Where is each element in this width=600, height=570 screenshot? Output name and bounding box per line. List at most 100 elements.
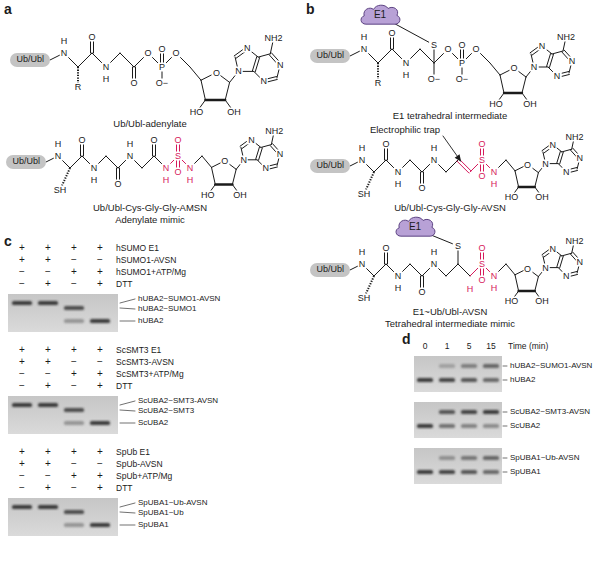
node-text: Ub/Ubl	[316, 161, 344, 171]
atom-label: HO	[200, 190, 216, 199]
lane-sign: +	[97, 483, 103, 493]
bond-line	[120, 53, 134, 67]
atom-label: S	[454, 242, 462, 251]
atom-label: N	[126, 152, 135, 161]
atom-label: S	[430, 41, 438, 50]
lane-sign: +	[45, 255, 51, 265]
band-label: ScUBA2	[138, 419, 168, 427]
atom-label: N	[247, 135, 256, 144]
bond-line	[120, 321, 135, 322]
row-label: SpUb E1	[116, 448, 150, 457]
lane-sign: −	[45, 471, 51, 481]
atom-label: N	[234, 67, 243, 76]
lane-sign: −	[19, 381, 25, 391]
panel-letter: a	[4, 2, 12, 16]
bond-line	[190, 67, 201, 80]
lane-sign: −	[19, 471, 25, 481]
atom-label: N	[276, 60, 285, 69]
atom-label: O	[173, 168, 182, 177]
gel-band	[64, 421, 84, 425]
bond-line	[503, 366, 507, 367]
structure-caption: Tetrahedral intermediate mimic	[385, 319, 515, 329]
bond-line	[503, 458, 507, 459]
band-label: ScUBA2~SMT3	[138, 407, 194, 415]
bond-line	[560, 256, 564, 268]
bond-line	[259, 148, 263, 160]
bond-line	[549, 54, 553, 67]
atom-label: H	[54, 140, 63, 149]
band-label: hUBA2~SUMO1-AVSN	[510, 362, 592, 370]
lane-sign: −	[71, 357, 77, 367]
atom-label: HO	[504, 192, 520, 201]
atom-label: N	[102, 63, 111, 72]
gel-band	[461, 378, 477, 382]
atom-label: OH	[232, 190, 248, 199]
row-label: hSUMO E1	[116, 244, 159, 253]
atom-label: N	[243, 44, 252, 53]
atom-label: O−	[455, 75, 469, 84]
gel-band	[461, 410, 477, 414]
bond-line	[201, 80, 205, 100]
atom-label: N	[541, 263, 550, 272]
lane-sign: +	[97, 471, 103, 481]
atom-label: R	[374, 79, 383, 88]
atom-label: H	[90, 176, 99, 185]
gel-band	[12, 403, 32, 407]
atom-label: O	[149, 136, 158, 145]
lane-sign: +	[97, 447, 103, 457]
lane-sign: +	[19, 459, 25, 469]
axis-label: Time (min)	[508, 342, 548, 351]
bond-line	[458, 264, 470, 276]
atom-label: R	[74, 83, 83, 92]
atom-label: H	[394, 284, 403, 293]
lane-sign: −	[71, 279, 77, 289]
atom-label: SH	[357, 190, 372, 199]
atom-label: N	[490, 272, 499, 281]
atom-label: H	[162, 176, 171, 185]
atom-label: S	[478, 156, 486, 165]
lane-sign: +	[45, 357, 51, 367]
atom-label: O	[212, 68, 221, 77]
band-label: hUBA2	[138, 317, 163, 325]
lane-sign: +	[97, 243, 103, 253]
lane-sign: −	[71, 483, 77, 493]
structure-caption: E1 tetrahedral intermediate	[393, 111, 508, 121]
atom-label: N	[60, 49, 69, 58]
bond-line	[420, 49, 434, 63]
node-text: Ub/Ubl	[12, 157, 40, 167]
band-label: ScUBA2~SMT3-AVSN	[510, 408, 590, 416]
band-label: ScUBA2	[510, 422, 540, 430]
panel-letter: d	[402, 332, 411, 346]
gel-band	[12, 505, 32, 509]
bond-line	[506, 160, 515, 171]
lane-sign: −	[19, 279, 25, 289]
time-label: 5	[467, 342, 472, 351]
atom-label: N	[54, 152, 63, 161]
atom-label: N	[240, 155, 249, 164]
atom-label: N	[562, 271, 571, 280]
node-text: Ub/Ubl	[316, 265, 344, 275]
bond-line	[535, 277, 539, 291]
ubl-pill: Ub/Ubl	[6, 155, 46, 169]
atom-label: N	[259, 77, 268, 86]
bond-line	[503, 380, 507, 381]
time-label: 15	[486, 342, 495, 351]
atom-label: O	[523, 264, 532, 273]
structure-caption: Adenylate mimic	[115, 215, 185, 225]
lane-sign: −	[97, 357, 103, 367]
gel-band	[483, 364, 499, 368]
gel-band	[439, 364, 455, 368]
lane-sign: −	[71, 381, 77, 391]
bond-line	[410, 160, 422, 172]
gel-band	[38, 403, 58, 407]
band-label: SpUBA1	[138, 521, 169, 529]
lane-sign: +	[19, 243, 25, 253]
bond-line	[557, 255, 561, 267]
gel-band	[461, 456, 477, 460]
atom-label: N	[358, 260, 367, 269]
lane-sign: +	[71, 243, 77, 253]
bond-line	[212, 167, 216, 184]
gel-band	[64, 319, 84, 323]
atom-label: H	[360, 33, 369, 42]
